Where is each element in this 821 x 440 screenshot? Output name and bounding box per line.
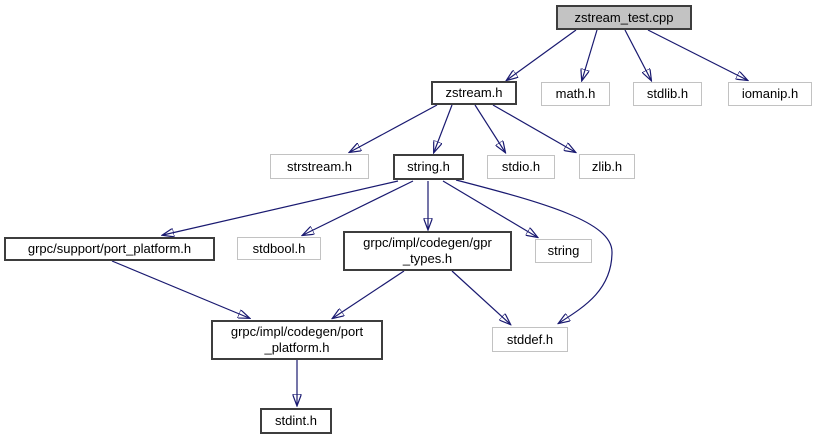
- edge-zstream_test-stdlib_h: [624, 29, 651, 80]
- node-grpc-impl-codegen-port-platform-h[interactable]: grpc/impl/codegen/port _platform.h: [211, 320, 383, 360]
- node-string-h[interactable]: string.h: [393, 154, 464, 180]
- edge-zstream_test-math_h: [582, 29, 598, 80]
- node-stdio-h: stdio.h: [487, 155, 555, 179]
- node-stdlib-h: stdlib.h: [633, 82, 702, 106]
- node-stddef-h: stddef.h: [492, 327, 568, 352]
- edge-string_h-stddef_h: [455, 179, 613, 323]
- edge-zstream_test-iomanip_h: [647, 29, 747, 80]
- edge-string_h-stdbool_h: [303, 180, 414, 235]
- node-iomanip-h: iomanip.h: [728, 82, 812, 106]
- node-math-h: math.h: [541, 82, 610, 106]
- edge-zstream_h-string_h: [434, 104, 453, 152]
- node-string: string: [535, 239, 592, 263]
- edge-zstream_h-stdio_h: [474, 104, 505, 152]
- node-stdbool-h: stdbool.h: [237, 237, 321, 260]
- node-zlib-h: zlib.h: [579, 154, 635, 179]
- node-grpc-impl-codegen-gpr-types-h[interactable]: grpc/impl/codegen/gpr _types.h: [343, 231, 512, 271]
- node-strstream-h: strstream.h: [270, 154, 369, 179]
- edge-zstream_h-strstream_h: [350, 104, 438, 152]
- node-grpc-support-port-platform-h[interactable]: grpc/support/port_platform.h: [4, 237, 215, 261]
- node-stdint-h[interactable]: stdint.h: [260, 408, 332, 434]
- edge-zstream_h-zlib_h: [492, 104, 575, 152]
- edge-zstream_test-zstream_h: [507, 29, 577, 80]
- node-zstream-test-cpp: zstream_test.cpp: [556, 5, 692, 30]
- edge-support_port_platform-codegen_port_platform: [111, 260, 249, 318]
- edge-gpr_types-codegen_port_platform: [333, 270, 405, 318]
- node-zstream-h[interactable]: zstream.h: [431, 81, 517, 105]
- edge-string_h-grpc_support_port_platform_h: [163, 180, 399, 235]
- edge-string_h-string: [442, 180, 537, 237]
- edge-gpr_types-stddef_h: [451, 270, 510, 324]
